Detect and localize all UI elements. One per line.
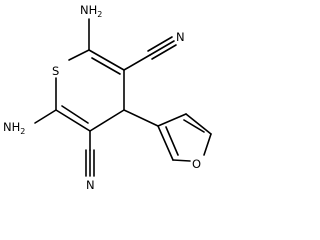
bond-s-c2 xyxy=(68,49,90,61)
sulfur-label: S xyxy=(52,64,59,78)
bond-furan-c3-c2-double xyxy=(165,126,179,156)
furan-ring xyxy=(123,109,212,162)
bond-furan-c4-c3 xyxy=(157,113,187,127)
nitrile-bottom xyxy=(85,130,95,177)
bond-c4-c5 xyxy=(89,109,125,132)
bond-furan-c5-c4-single xyxy=(185,113,212,135)
nitrile-n-label-top: N xyxy=(176,30,185,44)
furan-oxygen-label: O xyxy=(192,157,201,171)
bond-cn-top-triple-3 xyxy=(151,44,177,60)
bond-furan-c2-o xyxy=(172,159,191,162)
bond-c5-c6-single xyxy=(55,109,91,132)
bond-c2-c3-single xyxy=(88,49,125,71)
bond-furan-c3-c2-single xyxy=(157,125,174,161)
bond-cn-top-triple-2 xyxy=(149,40,175,56)
amino-label-top: NH2 xyxy=(80,3,102,19)
bond-cn-top-triple-1 xyxy=(147,36,173,52)
nitrile-top xyxy=(123,36,177,71)
bond-furan-o-c5 xyxy=(203,133,212,156)
bond-furan-c5-c4-double xyxy=(183,119,205,133)
bond-c5-c6-double xyxy=(61,105,89,124)
thiopyran-ring xyxy=(55,49,125,132)
bond-c2-c3-double xyxy=(91,57,121,75)
chemical-structure-diagram: NH2 NH2 S N N O xyxy=(3,3,212,192)
bond-c4-furan xyxy=(123,109,159,127)
amino-label-bottom: NH2 xyxy=(3,120,25,136)
nitrile-n-label-bottom: N xyxy=(86,178,95,192)
bond-c3-cn-top xyxy=(123,54,151,71)
bond-c6-nh2-bottom xyxy=(34,109,57,124)
amino-bonds xyxy=(34,18,90,124)
